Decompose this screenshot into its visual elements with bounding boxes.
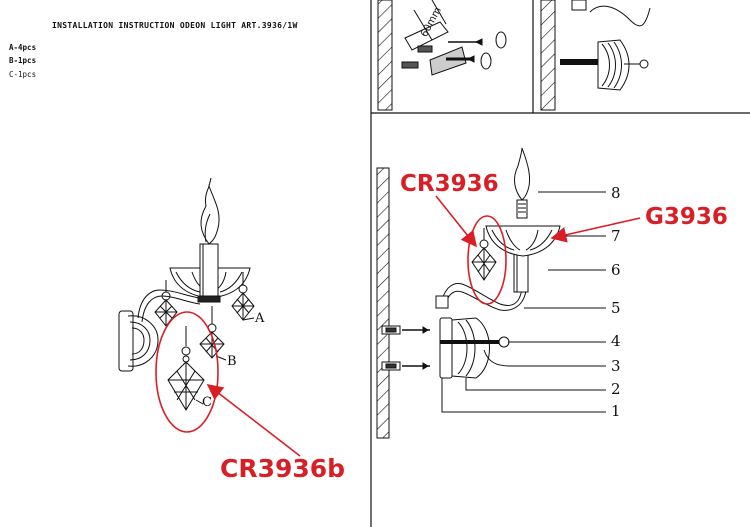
- label-b: B: [227, 354, 237, 369]
- highlight-cr3936b: [155, 311, 301, 457]
- document-title: INSTALLATION INSTRUCTION ODEON LIGHT ART…: [52, 21, 298, 30]
- callout-3: 3: [611, 357, 621, 375]
- code-cr3936b: CR3936b: [220, 454, 346, 483]
- callout-5: 5: [611, 299, 621, 317]
- parts-count-b: B-1pcs: [9, 56, 37, 65]
- code-g3936: G3936: [645, 204, 728, 230]
- parts-count-a: A-4pcs: [9, 43, 37, 52]
- code-cr3936: CR3936: [400, 171, 499, 197]
- parts-count-c: C-1pcs: [9, 70, 37, 79]
- callout-7: 7: [611, 227, 621, 245]
- label-a: A: [255, 311, 265, 326]
- sconce-left-drawing: [118, 177, 255, 411]
- panel-frame: [370, 0, 750, 527]
- sconce-right-drawing: [376, 147, 606, 439]
- step-mounting-panel: [377, 0, 507, 111]
- callout-2: 2: [611, 380, 621, 398]
- label-c: C: [202, 395, 212, 410]
- callout-1: 1: [611, 402, 621, 420]
- step-assembly-panel: [540, 0, 651, 111]
- callout-6: 6: [611, 261, 621, 279]
- callout-4: 4: [611, 332, 621, 350]
- callout-8: 8: [611, 184, 621, 202]
- highlight-cr3936: [435, 195, 641, 305]
